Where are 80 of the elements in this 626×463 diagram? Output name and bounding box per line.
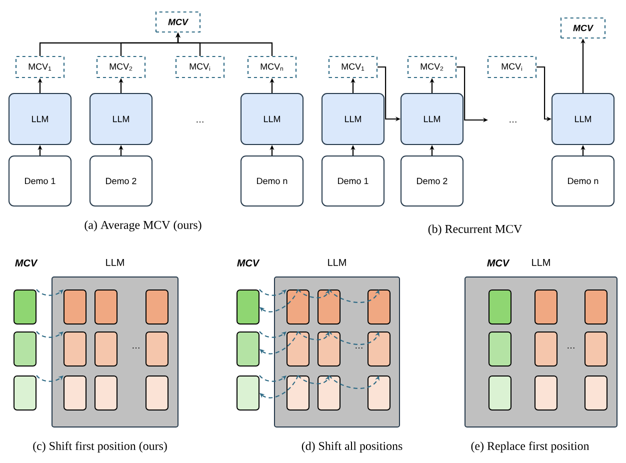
arrow	[260, 331, 298, 354]
token-box	[368, 332, 390, 366]
token-box	[94, 332, 118, 366]
demo-box: Demo 1	[8, 156, 72, 206]
arrow	[298, 375, 330, 384]
token-box	[94, 376, 118, 410]
node-label: LLM	[106, 259, 124, 266]
model-box: LLM	[400, 93, 464, 145]
token-box	[146, 332, 168, 366]
token-box	[94, 290, 118, 324]
token-box	[286, 332, 310, 366]
node-label: LLM	[532, 259, 550, 266]
demo-box: Demo n	[240, 156, 304, 206]
column-heading: MCV	[15, 259, 38, 267]
token-box	[488, 332, 512, 366]
token-box	[236, 290, 260, 324]
vector-box: MCV	[155, 11, 201, 33]
token-box	[584, 376, 608, 410]
arrow	[36, 289, 64, 296]
token-box	[14, 290, 36, 324]
model-box: LLM	[90, 93, 152, 145]
token-box	[488, 376, 512, 410]
model-box: LLM	[322, 93, 384, 145]
token-box	[318, 332, 340, 366]
token-box	[318, 376, 340, 410]
node-label: LLM	[328, 259, 346, 266]
arrow	[259, 375, 286, 382]
token-box	[534, 376, 558, 410]
arrow	[328, 375, 380, 389]
panel-caption: (b) Recurrent MCV	[428, 224, 522, 236]
token-box	[236, 376, 260, 410]
panel-caption: (e) Replace first position	[471, 442, 590, 452]
token-box	[584, 332, 608, 366]
token-box	[368, 376, 390, 410]
vector-box: MCV$_{i}$	[175, 56, 225, 78]
panel-caption: (d) Shift all positions	[302, 442, 402, 452]
token-box	[146, 376, 168, 410]
token-box	[584, 290, 608, 324]
arrow	[259, 289, 286, 296]
demo-box: Demo n	[552, 156, 614, 206]
token-box	[488, 290, 512, 324]
column-heading: MCV	[237, 259, 260, 267]
panel-caption: (c) Shift first position (ours)	[33, 442, 167, 452]
vector-box: MCV$_{2}$	[96, 56, 146, 78]
vector-box: MCV$_{n}$	[247, 56, 297, 78]
token-box	[64, 376, 86, 410]
token-box	[14, 376, 36, 410]
token-box	[146, 290, 168, 324]
token-box	[286, 376, 310, 410]
demo-box: Demo 2	[400, 156, 464, 206]
vector-box: MCV	[560, 17, 606, 39]
arrow	[328, 331, 380, 345]
arrow	[36, 375, 64, 382]
arrow	[259, 331, 286, 338]
model-box: LLM	[8, 93, 72, 145]
token-box	[318, 290, 340, 324]
vector-box: MCV$_{2}$	[407, 56, 457, 78]
arrow	[260, 375, 298, 398]
token-box	[368, 290, 390, 324]
token-box	[64, 332, 86, 366]
token-box	[14, 332, 36, 366]
arrow	[298, 289, 330, 298]
arrow	[260, 289, 298, 312]
token-box	[286, 290, 310, 324]
vector-box: MCV$_{i}$	[487, 56, 537, 78]
arrow	[328, 289, 380, 303]
arrow	[298, 331, 330, 340]
vector-box: MCV$_{1}$	[328, 56, 378, 78]
vector-box: MCV$_{1}$	[15, 56, 65, 78]
token-box	[64, 290, 86, 324]
panel-caption: (a) Average MCV (ours)	[84, 220, 202, 232]
arrow	[36, 331, 64, 338]
model-box: LLM	[240, 93, 304, 145]
model-box: LLM	[552, 93, 614, 145]
demo-box: Demo 2	[90, 156, 152, 206]
token-box	[236, 332, 260, 366]
token-box	[534, 290, 558, 324]
demo-box: Demo 1	[322, 156, 384, 206]
column-heading: MCV	[487, 259, 510, 267]
token-box	[534, 332, 558, 366]
